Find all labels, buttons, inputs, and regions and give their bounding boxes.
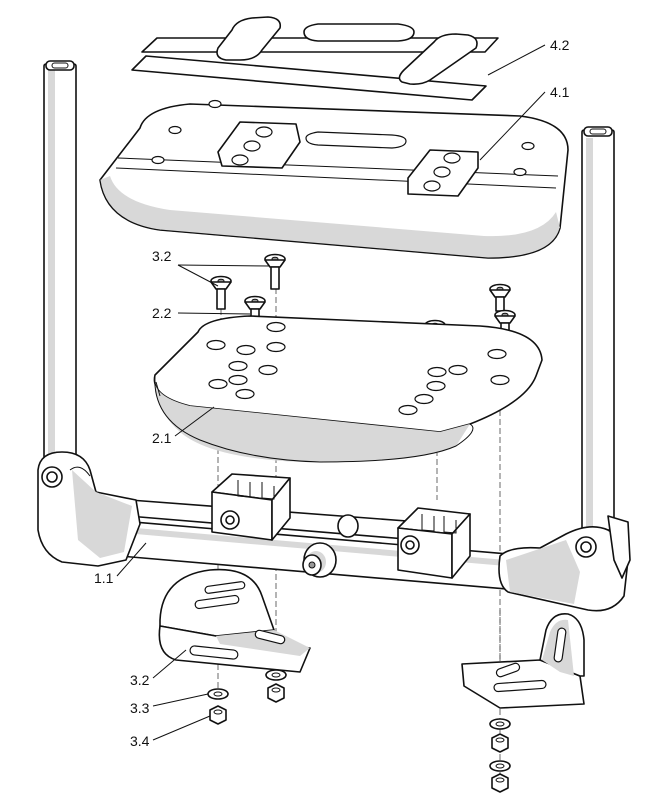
callout-4-1: 4.1 <box>550 84 570 100</box>
screws-part-3-2 <box>210 253 286 310</box>
left-elbow-connector <box>37 451 141 567</box>
callout-labels: 4.2 4.1 3.2 2.2 2.1 1.1 3.2 3.3 3.4 <box>94 37 570 749</box>
center-hub <box>302 514 359 578</box>
right-clamp <box>397 507 471 579</box>
callout-3-2-bottom: 3.2 <box>130 672 150 688</box>
nuts-part-3-4 <box>209 683 509 793</box>
left-clamp <box>211 473 291 541</box>
callout-3-4: 3.4 <box>130 733 150 749</box>
leader-lines <box>116 44 546 741</box>
callout-3-2-top: 3.2 <box>152 248 172 264</box>
left-upright-tube <box>43 60 77 465</box>
callout-1-1: 1.1 <box>94 570 114 586</box>
top-strips-part-4-2 <box>131 16 499 101</box>
left-bracket-part-3-2 <box>158 568 311 673</box>
callout-2-1: 2.1 <box>152 430 172 446</box>
washers-part-3-3 <box>207 669 511 772</box>
callout-4-2: 4.2 <box>550 37 570 53</box>
callout-2-2: 2.2 <box>152 305 172 321</box>
callout-3-3: 3.3 <box>130 700 150 716</box>
lower-footplate-part-2-1 <box>153 315 543 463</box>
right-elbow-connector <box>498 515 631 612</box>
upper-footplate-part-4-1 <box>99 99 569 259</box>
right-bracket <box>461 613 585 709</box>
right-upright-tube <box>581 126 615 531</box>
